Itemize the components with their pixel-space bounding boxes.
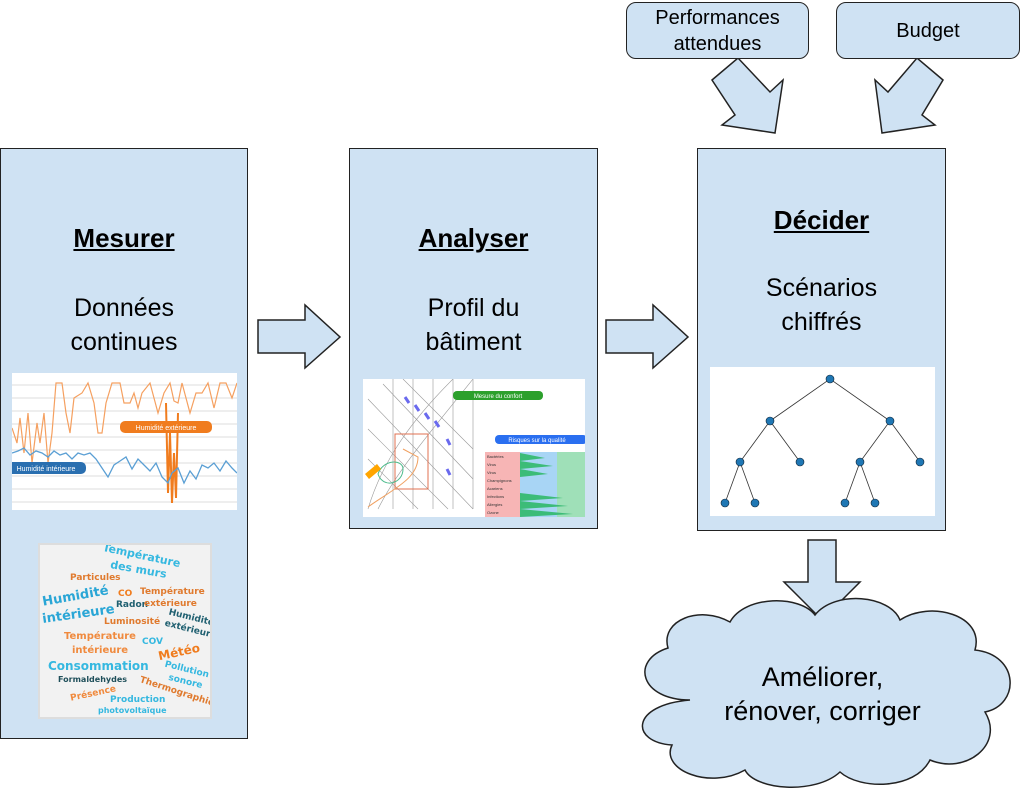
word: Température (64, 631, 136, 642)
tree-edge (859, 461, 876, 504)
risk-row-label: Acariens (487, 486, 503, 491)
step-line1: Profil du (427, 294, 520, 322)
risk-row-label: Bactéries (487, 454, 504, 459)
word: extérieure (144, 599, 197, 609)
psychrometric-chart-image: Mesure du confort Risques sur la qualité… (363, 379, 585, 517)
tree-node (750, 498, 760, 508)
tree-edge (859, 420, 891, 463)
step-analyser: Analyser Profil du bâtiment Mesure du co… (349, 148, 598, 529)
label-risques-qualite: Risques sur la qualité (508, 438, 566, 444)
tree-node (795, 457, 805, 467)
tree-edge (829, 378, 891, 422)
arrow-performances-to-decider (711, 56, 785, 134)
tree-node (870, 498, 880, 508)
performances-label-line2: attendues (673, 32, 762, 55)
tree-node (885, 416, 895, 426)
label-humidite-exterieure: Humidité extérieure (136, 425, 197, 432)
outcome-text: Améliorer, rénover, corriger (630, 660, 1015, 728)
outcome-line2: rénover, corriger (724, 696, 921, 726)
label-mesure-confort: Mesure du confort (474, 394, 523, 400)
risk-row-label: Virus (487, 470, 496, 475)
tree-edge (769, 378, 831, 422)
arrow-mesurer-to-analyser (257, 303, 342, 370)
word: Luminosité (104, 617, 161, 627)
step-title: Décider (773, 205, 870, 235)
tree-node (915, 457, 925, 467)
word: Production (110, 695, 166, 705)
step-line2: bâtiment (425, 328, 522, 356)
word: photovoltaïque (98, 706, 167, 715)
timeseries-chart-image: Humidité extérieure Humidité intérieure (12, 373, 237, 510)
word: Météo (157, 640, 202, 664)
arrow-analyser-to-decider (605, 303, 690, 370)
tree-node (735, 457, 745, 467)
label-humidite-interieure: Humidité intérieure (17, 466, 76, 473)
budget-label: Budget (896, 19, 960, 42)
word: COV (142, 637, 163, 647)
risk-row-label: Allergies (487, 502, 502, 507)
step-line2: continues (70, 328, 178, 356)
outcome-line1: Améliorer, (761, 662, 884, 692)
performances-input-box: Performances attendues (626, 2, 809, 59)
tree-edge (844, 461, 861, 504)
word-cloud-image: Température des murs Particules CO Tempé… (38, 543, 212, 719)
word: Formaldehydes (58, 675, 128, 684)
risk-row-label: Ozone (487, 510, 500, 515)
word: Radon (116, 600, 149, 610)
decision-tree-image (710, 367, 935, 516)
risk-row-label: Virus (487, 462, 496, 467)
step-decider: Décider Scénarios chiffrés (697, 148, 946, 531)
step-line1: Scénarios (765, 274, 878, 302)
risk-row-label: Champignons (487, 478, 512, 483)
step-line2: chiffrés (781, 308, 862, 336)
arrow-budget-to-decider (873, 56, 944, 134)
tree-node (855, 457, 865, 467)
outcome-cloud (641, 597, 1011, 788)
word: CO (118, 589, 133, 599)
tree-edge (739, 420, 771, 463)
tree-node (825, 374, 835, 384)
step-title: Analyser (418, 223, 529, 253)
performances-label-line1: Performances (655, 6, 780, 29)
tree-edge (724, 461, 741, 504)
step-title: Mesurer (73, 223, 175, 253)
word: intérieure (72, 645, 129, 656)
step-mesurer: Mesurer Données continues Humidité extér… (0, 148, 248, 739)
word: Consommation (48, 659, 149, 673)
tree-node (765, 416, 775, 426)
budget-input-box: Budget (836, 2, 1020, 59)
tree-edge (769, 420, 801, 463)
tree-node (720, 498, 730, 508)
word: Température (140, 587, 205, 597)
risk-row-label: Infections (487, 494, 504, 499)
step-line1: Données (73, 294, 175, 322)
word: Particules (70, 573, 121, 583)
tree-node (840, 498, 850, 508)
tree-edge (889, 420, 921, 463)
tree-edge (739, 461, 756, 504)
